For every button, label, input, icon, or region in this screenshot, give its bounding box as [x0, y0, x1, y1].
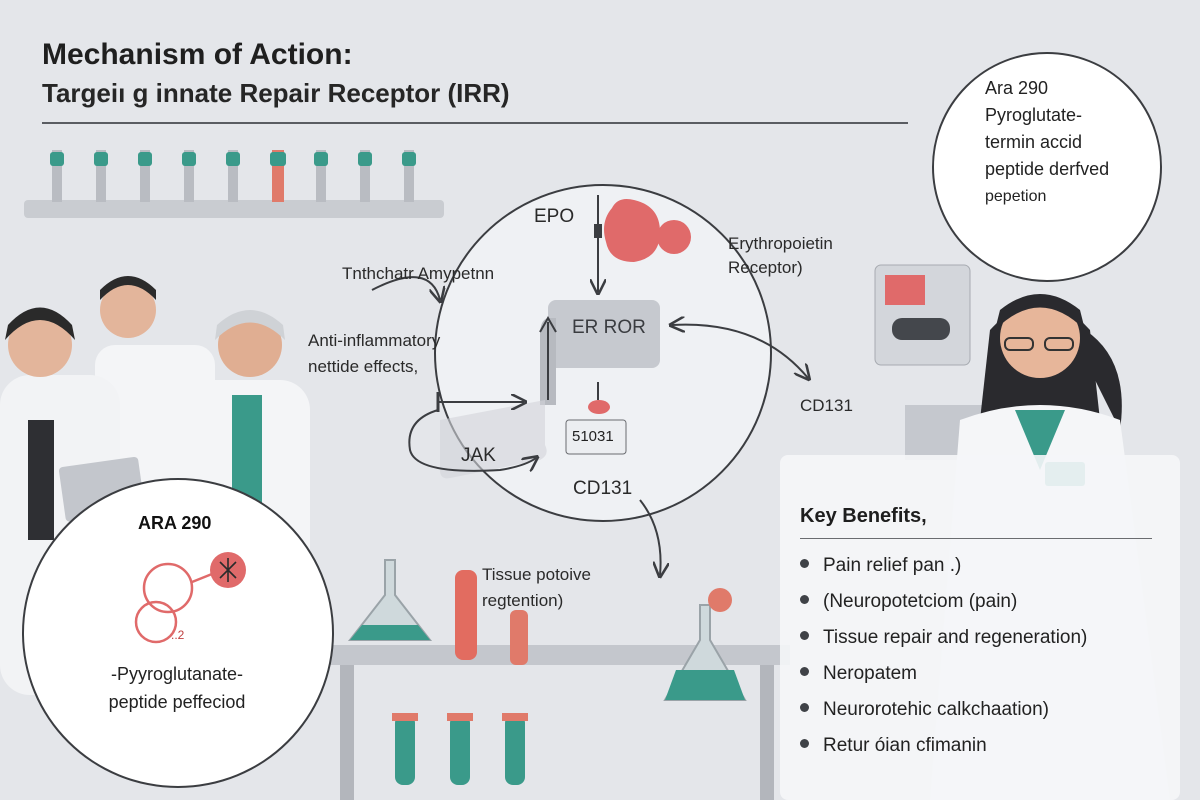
flask-icon — [347, 559, 747, 701]
page-subtitle: Targeiı g innate Repair Receptor (IRR) — [42, 78, 510, 108]
note-line: Pyroglutate- — [985, 105, 1083, 125]
bullet-icon — [800, 739, 809, 749]
note-line: peptide derfved — [985, 159, 1110, 179]
anti-inflammatory-line2: nettide effects, — [308, 357, 419, 376]
cd131-right-label: CD131 — [800, 396, 853, 415]
receptor-complex-box — [548, 300, 660, 368]
ara290-subtitle-line2: peptide peffeciod — [108, 692, 246, 712]
tissue-label-line2: regtention) — [482, 591, 564, 610]
anti-inflammatory-line1: Anti-inflammatory — [308, 331, 441, 350]
tissue-label-line1: Tissue potoive — [482, 565, 591, 584]
ara290-card-subtitle: -Pyyroglutanate- peptide peffeciod — [74, 660, 280, 716]
ara290-note-text: Ara 290 Pyroglutate- termin accid peptid… — [985, 75, 1109, 210]
bullet-icon — [800, 631, 809, 641]
note-line: termin accid — [985, 132, 1083, 152]
cd131-inner-label: CD131 — [573, 478, 633, 499]
test-tube-rack-icon — [24, 150, 444, 218]
receptor-label: Erythropoietin Receptor) — [728, 232, 833, 280]
list-item: Neropatem — [800, 661, 1087, 697]
benefit-text: (Neuropotetciom (pain) — [823, 591, 1018, 612]
receptor-label-line1: Erythropoietin — [728, 234, 833, 253]
benefit-text: Retur óian cfimanin — [823, 735, 987, 756]
left-top-label: Tnthchatr Amypetnn — [342, 264, 495, 283]
list-item: Retur óian cfimanin — [800, 733, 1087, 769]
receptor-complex-label: ER ROR — [572, 317, 646, 338]
title-divider — [42, 122, 908, 124]
list-item: (Neuropotetciom (pain) — [800, 589, 1087, 625]
ara290-card — [22, 478, 334, 788]
benefit-text: Neropatem — [823, 663, 917, 684]
epo-molecule-icon — [594, 199, 691, 262]
receptor-label-line2: Receptor) — [728, 258, 803, 277]
list-item: Pain relief pan .) — [800, 553, 1087, 589]
benefit-text: Pain relief pan .) — [823, 555, 962, 576]
anti-inflammatory-label: Anti-inflammatory nettide effects, — [308, 328, 440, 380]
list-item: Tissue repair and regeneration) — [800, 625, 1087, 661]
note-line: Ara 290 — [985, 78, 1049, 98]
jak-label: JAK — [461, 445, 496, 466]
benefit-text: Neurorotehic calkchaation) — [823, 699, 1050, 720]
key-benefits-divider — [800, 538, 1152, 539]
peptide-mark: ..2 — [171, 628, 185, 642]
note-line: pepetion — [985, 188, 1047, 205]
tissue-label: Tissue potoive regtention) — [482, 562, 591, 614]
signal-dot-icon — [588, 400, 610, 414]
cd-chip-box — [565, 419, 627, 455]
benefit-list: Pain relief pan .) (Neuropotetciom (pain… — [800, 553, 1087, 769]
epo-label: EPO — [534, 206, 575, 227]
key-benefits-panel — [780, 455, 1180, 800]
ara290-subtitle-line1: -Pyyroglutanate- — [110, 664, 244, 684]
peptide-structure-icon — [134, 552, 246, 644]
bullet-icon — [800, 595, 809, 605]
ara290-card-title: ARA 290 — [138, 513, 212, 533]
ara290-note-circle — [932, 52, 1162, 282]
test-tube-icon — [392, 713, 528, 785]
page-title: Mechanism of Action: — [42, 38, 353, 71]
cd-chip-label: 51031 — [572, 428, 614, 445]
bullet-icon — [800, 703, 809, 713]
benefit-text: Tissue repair and regeneration) — [823, 627, 1088, 648]
key-benefits-title: Key Benefits, — [800, 505, 927, 527]
list-item: Neurorotehic calkchaation) — [800, 697, 1087, 733]
bullet-icon — [800, 559, 809, 569]
bullet-icon — [800, 667, 809, 677]
